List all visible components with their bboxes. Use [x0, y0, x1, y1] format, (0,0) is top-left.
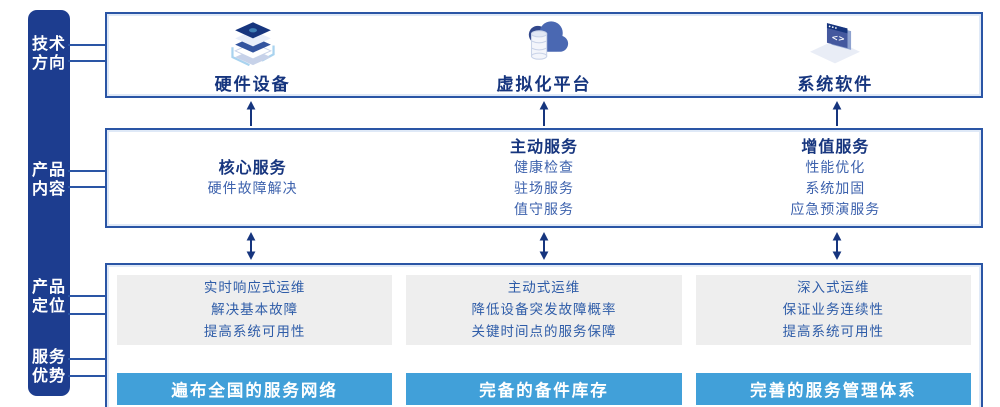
svg-text:<>: <>: [831, 32, 846, 43]
position-point: 提高系统可用性: [203, 324, 306, 340]
tech-direction-box: 硬件设备 虚拟化平台: [105, 12, 983, 98]
tech-item-label: 系统软件: [797, 74, 874, 95]
service-column-title: 主动服务: [509, 136, 578, 156]
service-item: 性能优化: [805, 159, 866, 176]
advantage-banner: 遍布全国的服务网络: [117, 373, 393, 405]
service-item: 硬件故障解决: [207, 180, 298, 197]
category-sidebar: 技术 方向 产品 内容 产品 定位 服务 优势: [28, 10, 70, 396]
sidebar-label-line: 产品: [31, 277, 66, 296]
up-arrow: [830, 101, 844, 126]
connector-line: [68, 186, 107, 188]
double-arrow: [537, 232, 551, 260]
position-point: 主动式运维: [507, 280, 581, 296]
up-arrow: [537, 101, 551, 126]
position-points-panel: 主动式运维 降低设备突发故障概率 关键时间点的服务保障: [406, 275, 682, 345]
tech-item-label: 虚拟化平台: [496, 74, 592, 95]
position-column-proactive: 主动式运维 降低设备突发故障概率 关键时间点的服务保障 完备的备件库存: [406, 275, 682, 405]
position-point: 解决基本故障: [211, 302, 299, 318]
connector-line: [68, 358, 107, 360]
service-column-title: 核心服务: [218, 157, 287, 177]
tech-item-virtualization: 虚拟化平台: [398, 14, 689, 96]
sidebar-label-line: 服务: [31, 347, 66, 366]
position-points-panel: 实时响应式运维 解决基本故障 提高系统可用性: [117, 275, 393, 345]
position-point: 深入式运维: [797, 280, 870, 296]
sidebar-label-product-position: 产品 定位: [28, 277, 70, 315]
position-point: 提高系统可用性: [782, 324, 885, 340]
cloud-database-icon: [528, 20, 569, 60]
position-points-panel: 深入式运维 保证业务连续性 提高系统可用性: [695, 275, 971, 345]
tech-item-hardware: 硬件设备: [107, 14, 398, 96]
sidebar-label-product-content: 产品 内容: [28, 160, 70, 198]
product-position-box: 实时响应式运维 解决基本故障 提高系统可用性 遍布全国的服务网络 主动式运维 降…: [105, 263, 983, 407]
service-item: 应急预演服务: [790, 201, 881, 218]
advantage-banner: 完备的备件库存: [406, 373, 682, 405]
service-item: 健康检查: [513, 159, 574, 176]
sidebar-label-line: 方向: [31, 53, 66, 72]
sidebar-label-tech-direction: 技术 方向: [28, 34, 70, 72]
position-column-indepth: 深入式运维 保证业务连续性 提高系统可用性 完善的服务管理体系: [695, 275, 971, 405]
double-arrow: [830, 232, 844, 260]
position-point: 降低设备突发故障概率: [471, 302, 617, 318]
service-column-active: 主动服务 健康检查 驻场服务 值守服务: [398, 130, 689, 226]
service-column-core: 核心服务 硬件故障解决: [107, 130, 398, 226]
up-arrow: [244, 101, 258, 126]
position-point: 关键时间点的服务保障: [471, 324, 617, 340]
position-point: 保证业务连续性: [782, 302, 885, 318]
service-item: 值守服务: [513, 201, 574, 218]
tech-item-system-software: <> 系统软件: [690, 14, 981, 96]
tech-item-label: 硬件设备: [214, 74, 291, 95]
service-item: 驻场服务: [513, 180, 574, 197]
sidebar-label-line: 产品: [31, 160, 66, 179]
service-column-title: 增值服务: [801, 136, 870, 156]
service-column-value-added: 增值服务 性能优化 系统加固 应急预演服务: [690, 130, 981, 226]
connector-line: [68, 313, 107, 315]
connector-line: [68, 170, 107, 172]
sidebar-label-line: 内容: [31, 179, 66, 198]
code-window-icon: <>: [810, 22, 861, 63]
product-content-box: 核心服务 硬件故障解决 主动服务 健康检查 驻场服务 值守服务 增值服务 性能优…: [105, 128, 983, 228]
sidebar-label-line: 优势: [31, 366, 66, 385]
double-arrow: [244, 232, 258, 260]
position-column-realtime: 实时响应式运维 解决基本故障 提高系统可用性 遍布全国的服务网络: [117, 275, 393, 405]
position-point: 实时响应式运维: [203, 280, 306, 296]
sidebar-label-service-advantage: 服务 优势: [28, 347, 70, 385]
service-item: 系统加固: [805, 180, 866, 197]
sidebar-label-line: 技术: [31, 34, 66, 53]
connector-line: [68, 295, 107, 297]
connector-line: [68, 44, 107, 46]
sidebar-label-line: 定位: [31, 296, 66, 315]
connector-line: [68, 60, 107, 62]
advantage-banner: 完善的服务管理体系: [695, 373, 971, 405]
connector-line: [68, 375, 107, 377]
server-stack-icon: [231, 21, 275, 66]
